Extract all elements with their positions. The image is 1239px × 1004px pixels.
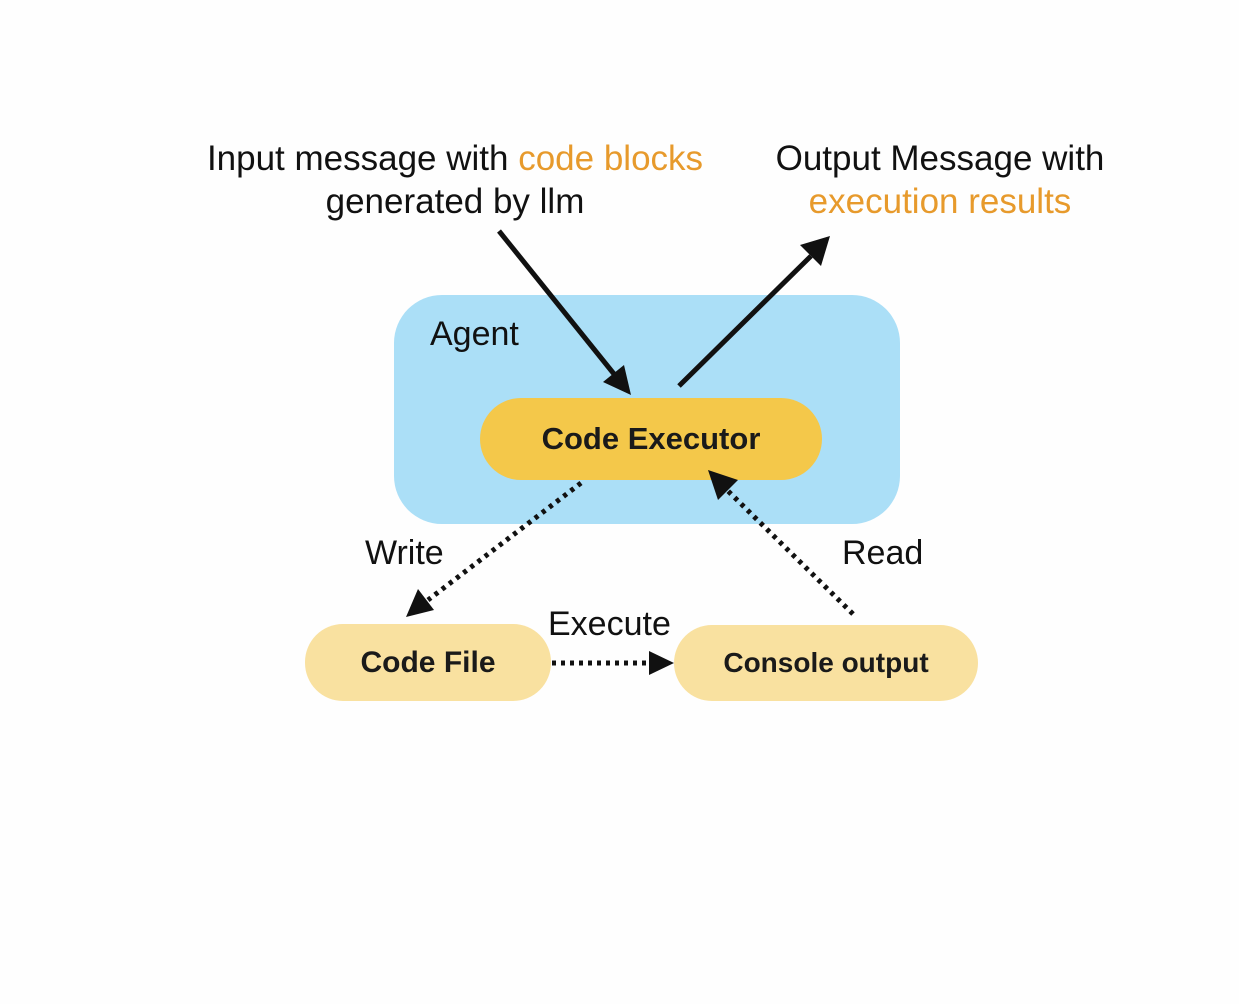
output-message-caption: Output Message with execution results xyxy=(730,137,1150,223)
console-output-label: Console output xyxy=(723,647,929,678)
output-arrow xyxy=(677,236,830,388)
console-output-node: Console output xyxy=(674,625,978,701)
read-edge-label: Read xyxy=(842,534,924,572)
output-caption-line1: Output Message with xyxy=(775,139,1105,178)
execution-results-highlight: execution results xyxy=(808,182,1072,221)
write-arrow xyxy=(406,481,583,617)
code-file-node: Code File xyxy=(305,624,551,701)
input-caption-line1: Input message with code blocks xyxy=(150,137,760,180)
execute-edge-label: Execute xyxy=(548,605,671,643)
code-executor-label: Code Executor xyxy=(541,421,761,456)
input-arrow xyxy=(497,229,631,395)
input-message-caption: Input message with code blocks generated… xyxy=(150,137,760,223)
code-file-label: Code File xyxy=(360,645,496,679)
code-blocks-highlight: code blocks xyxy=(518,139,704,178)
write-edge-label: Write xyxy=(365,534,444,572)
input-caption-line2: generated by llm xyxy=(325,182,585,221)
agent-label: Agent xyxy=(430,315,519,353)
input-caption-prefix: Input message with xyxy=(206,139,519,178)
code-executor-node: Code Executor xyxy=(480,398,822,480)
execute-arrow xyxy=(552,651,674,675)
read-arrow xyxy=(708,470,855,616)
